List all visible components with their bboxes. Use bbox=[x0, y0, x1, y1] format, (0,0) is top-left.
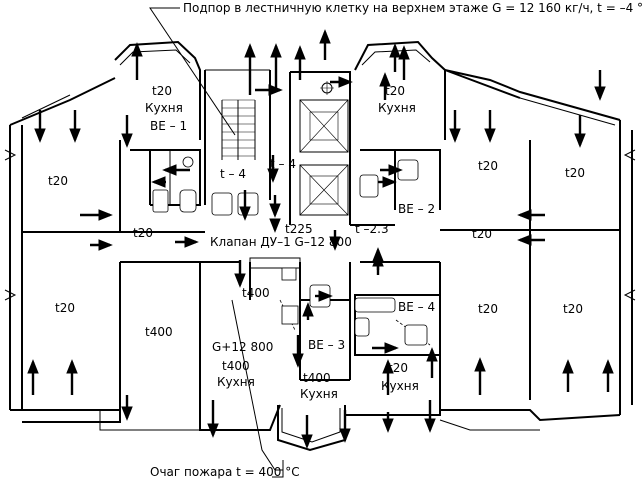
label-t20-left-hall: t20 bbox=[133, 226, 153, 240]
label-t400-corridor: t400 bbox=[242, 286, 270, 300]
label-t20-kitchen-left: t20 bbox=[152, 84, 172, 98]
label-kitchen-br: Кухня bbox=[381, 379, 419, 393]
label-t400-kitchen-a: t400 bbox=[222, 359, 250, 373]
label-t20-right-mid: t20 bbox=[478, 302, 498, 316]
label-kitchen-right: Кухня bbox=[378, 101, 416, 115]
label-t400-kitchen-b: t400 bbox=[303, 371, 331, 385]
label-t20-kitchen-right: t20 bbox=[385, 84, 405, 98]
label-kitchen-a: Кухня bbox=[217, 375, 255, 389]
airflow-arrows bbox=[27, 29, 614, 449]
label-kitchen-left: Кухня bbox=[145, 101, 183, 115]
label-valve: Клапан ДУ–1 G–12 800 bbox=[210, 235, 352, 249]
label-t20-kitchen-br: t20 bbox=[388, 361, 408, 375]
label-t20-upper-right: t20 bbox=[478, 159, 498, 173]
label-t4-lift: t – 4 bbox=[270, 157, 296, 171]
stair-treads bbox=[221, 99, 256, 160]
label-t20-far-right-top: t20 bbox=[565, 166, 585, 180]
label-be3: ВЕ – 3 bbox=[308, 338, 345, 352]
top-callout-text: Подпор в лестничную клетку на верхнем эт… bbox=[183, 1, 643, 15]
label-t400-room: t400 bbox=[145, 325, 173, 339]
label-g-plus: G+12 800 bbox=[212, 340, 273, 354]
label-be2: ВЕ – 2 bbox=[398, 202, 435, 216]
label-be1: ВЕ – 1 bbox=[150, 119, 187, 133]
bottom-callout-text: Очаг пожара t = 400 °С bbox=[150, 465, 300, 479]
label-t20-right-hall: t20 bbox=[472, 227, 492, 241]
callout-leaders bbox=[149, 7, 284, 478]
label-kitchen-b: Кухня bbox=[300, 387, 338, 401]
label-be4: ВЕ – 4 bbox=[398, 300, 435, 314]
lift-shafts bbox=[299, 81, 349, 216]
label-t4-stair: t – 4 bbox=[220, 167, 246, 181]
label-t225: t225 bbox=[285, 222, 313, 236]
label-t-minus-2-3: t –2.3 bbox=[355, 222, 389, 236]
label-t20-far-right-bottom: t20 bbox=[563, 302, 583, 316]
label-t20-left-room: t20 bbox=[48, 174, 68, 188]
label-t20-left-bottom: t20 bbox=[55, 301, 75, 315]
